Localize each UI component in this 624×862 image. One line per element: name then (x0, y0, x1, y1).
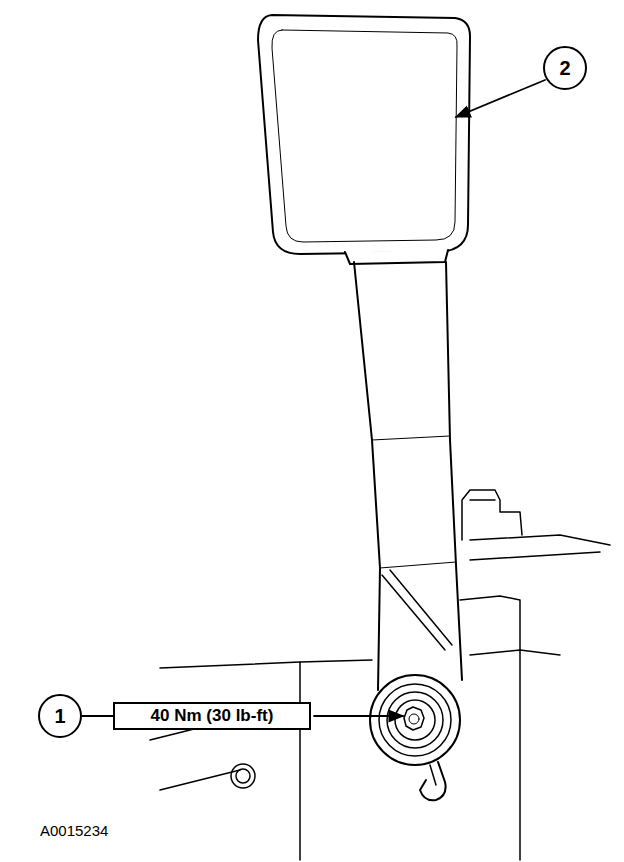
callout-number: 1 (54, 705, 65, 728)
torque-value: 40 Nm (30 lb-ft) (151, 706, 274, 726)
callout-number: 2 (559, 57, 570, 80)
callout-circle: 1 (38, 694, 82, 738)
leader-line (82, 715, 113, 717)
torque-box: 40 Nm (30 lb-ft) (113, 702, 311, 730)
figure-number: A0015234 (40, 822, 108, 839)
callout-circle: 2 (543, 46, 587, 90)
